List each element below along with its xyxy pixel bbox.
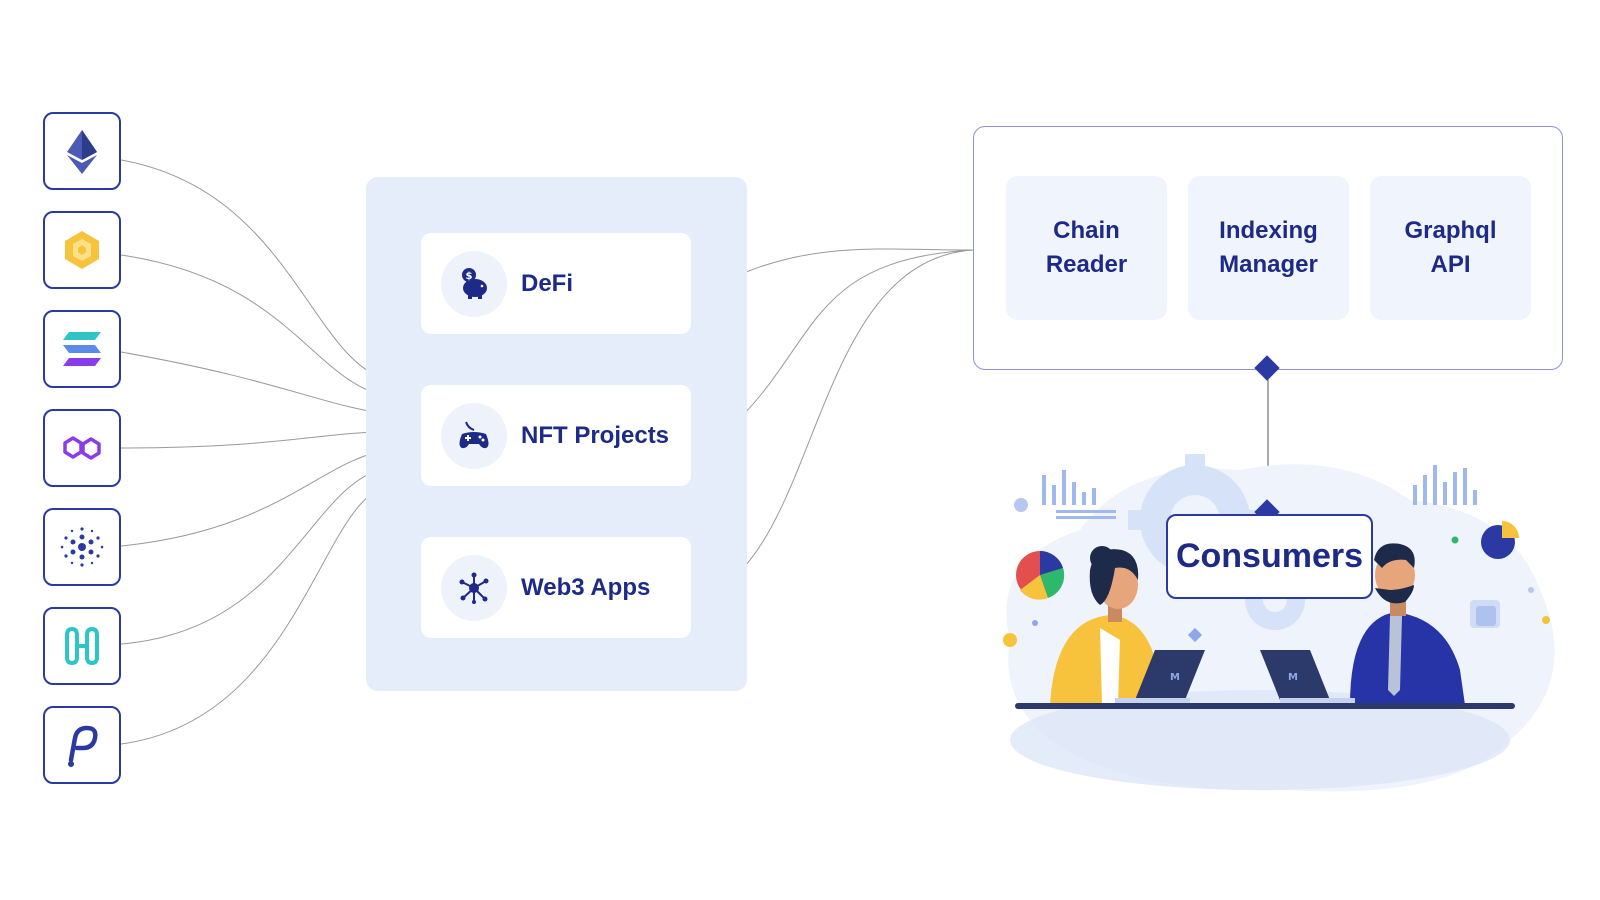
category-label: Web3 Apps bbox=[521, 573, 651, 601]
polygon-icon bbox=[63, 436, 101, 460]
module-label: Graphql API bbox=[1404, 217, 1497, 278]
desk bbox=[1015, 703, 1515, 709]
connector-line bbox=[120, 467, 389, 645]
woman-figure bbox=[1050, 546, 1165, 705]
piggy-bank-icon: $ bbox=[441, 250, 507, 317]
gamepad-icon bbox=[441, 402, 507, 469]
cardano-icon bbox=[60, 527, 104, 567]
chain-cardano[interactable] bbox=[43, 508, 121, 586]
pie-chart-icon-left bbox=[1016, 550, 1065, 600]
module-indexing-manager[interactable]: Indexing Manager bbox=[1188, 176, 1349, 320]
connector-line bbox=[120, 351, 389, 415]
bnb-chain-icon bbox=[65, 231, 99, 269]
connector-line bbox=[120, 254, 389, 398]
pie-chart-icon-right bbox=[1481, 521, 1519, 559]
chain-harmony[interactable] bbox=[43, 607, 121, 685]
connector-line bbox=[722, 249, 974, 435]
ethereum-icon bbox=[67, 130, 97, 174]
consumers-illustration: M M bbox=[1003, 454, 1555, 792]
laptop-left: M bbox=[1115, 650, 1205, 703]
connector-line bbox=[120, 431, 389, 449]
connector-line bbox=[120, 449, 389, 547]
chain-ethereum[interactable] bbox=[43, 112, 121, 190]
connector-line bbox=[722, 248, 974, 283]
module-label: Indexing Manager bbox=[1219, 217, 1318, 278]
consumers-box[interactable]: Consumers bbox=[1166, 514, 1373, 599]
category-card-nft[interactable]: NFT Projects bbox=[421, 385, 691, 486]
polkadot-icon bbox=[68, 725, 98, 767]
chain-bnb[interactable] bbox=[43, 211, 121, 289]
solana-icon bbox=[63, 332, 101, 366]
svg-text:$: $ bbox=[466, 271, 473, 282]
consumers-label: Consumers bbox=[1175, 537, 1364, 575]
category-card-defi[interactable]: $ DeFi bbox=[421, 233, 691, 334]
connector-line bbox=[120, 485, 389, 745]
module-chain-reader[interactable]: Chain Reader bbox=[1006, 176, 1167, 320]
bar-chart-icon-left bbox=[1042, 470, 1116, 519]
chain-polygon[interactable] bbox=[43, 409, 121, 487]
connector-line bbox=[120, 159, 389, 381]
chain-solana[interactable] bbox=[43, 310, 121, 388]
svg-text:M: M bbox=[1288, 672, 1298, 683]
svg-text:M: M bbox=[1170, 672, 1180, 683]
harmony-icon bbox=[65, 626, 99, 666]
chain-polkadot[interactable] bbox=[43, 706, 121, 784]
floor-pattern bbox=[1010, 690, 1510, 790]
bar-chart-icon-right bbox=[1413, 465, 1477, 505]
category-card-web3[interactable]: Web3 Apps bbox=[421, 537, 691, 638]
network-nodes-icon bbox=[441, 554, 507, 621]
connector-line bbox=[722, 249, 974, 587]
man-figure bbox=[1350, 543, 1465, 705]
category-label: DeFi bbox=[521, 269, 574, 297]
laptop-right: M bbox=[1260, 650, 1355, 703]
module-label: Chain Reader bbox=[1045, 217, 1128, 278]
module-graphql-api[interactable]: Graphql API bbox=[1370, 176, 1531, 320]
category-label: NFT Projects bbox=[521, 421, 670, 449]
